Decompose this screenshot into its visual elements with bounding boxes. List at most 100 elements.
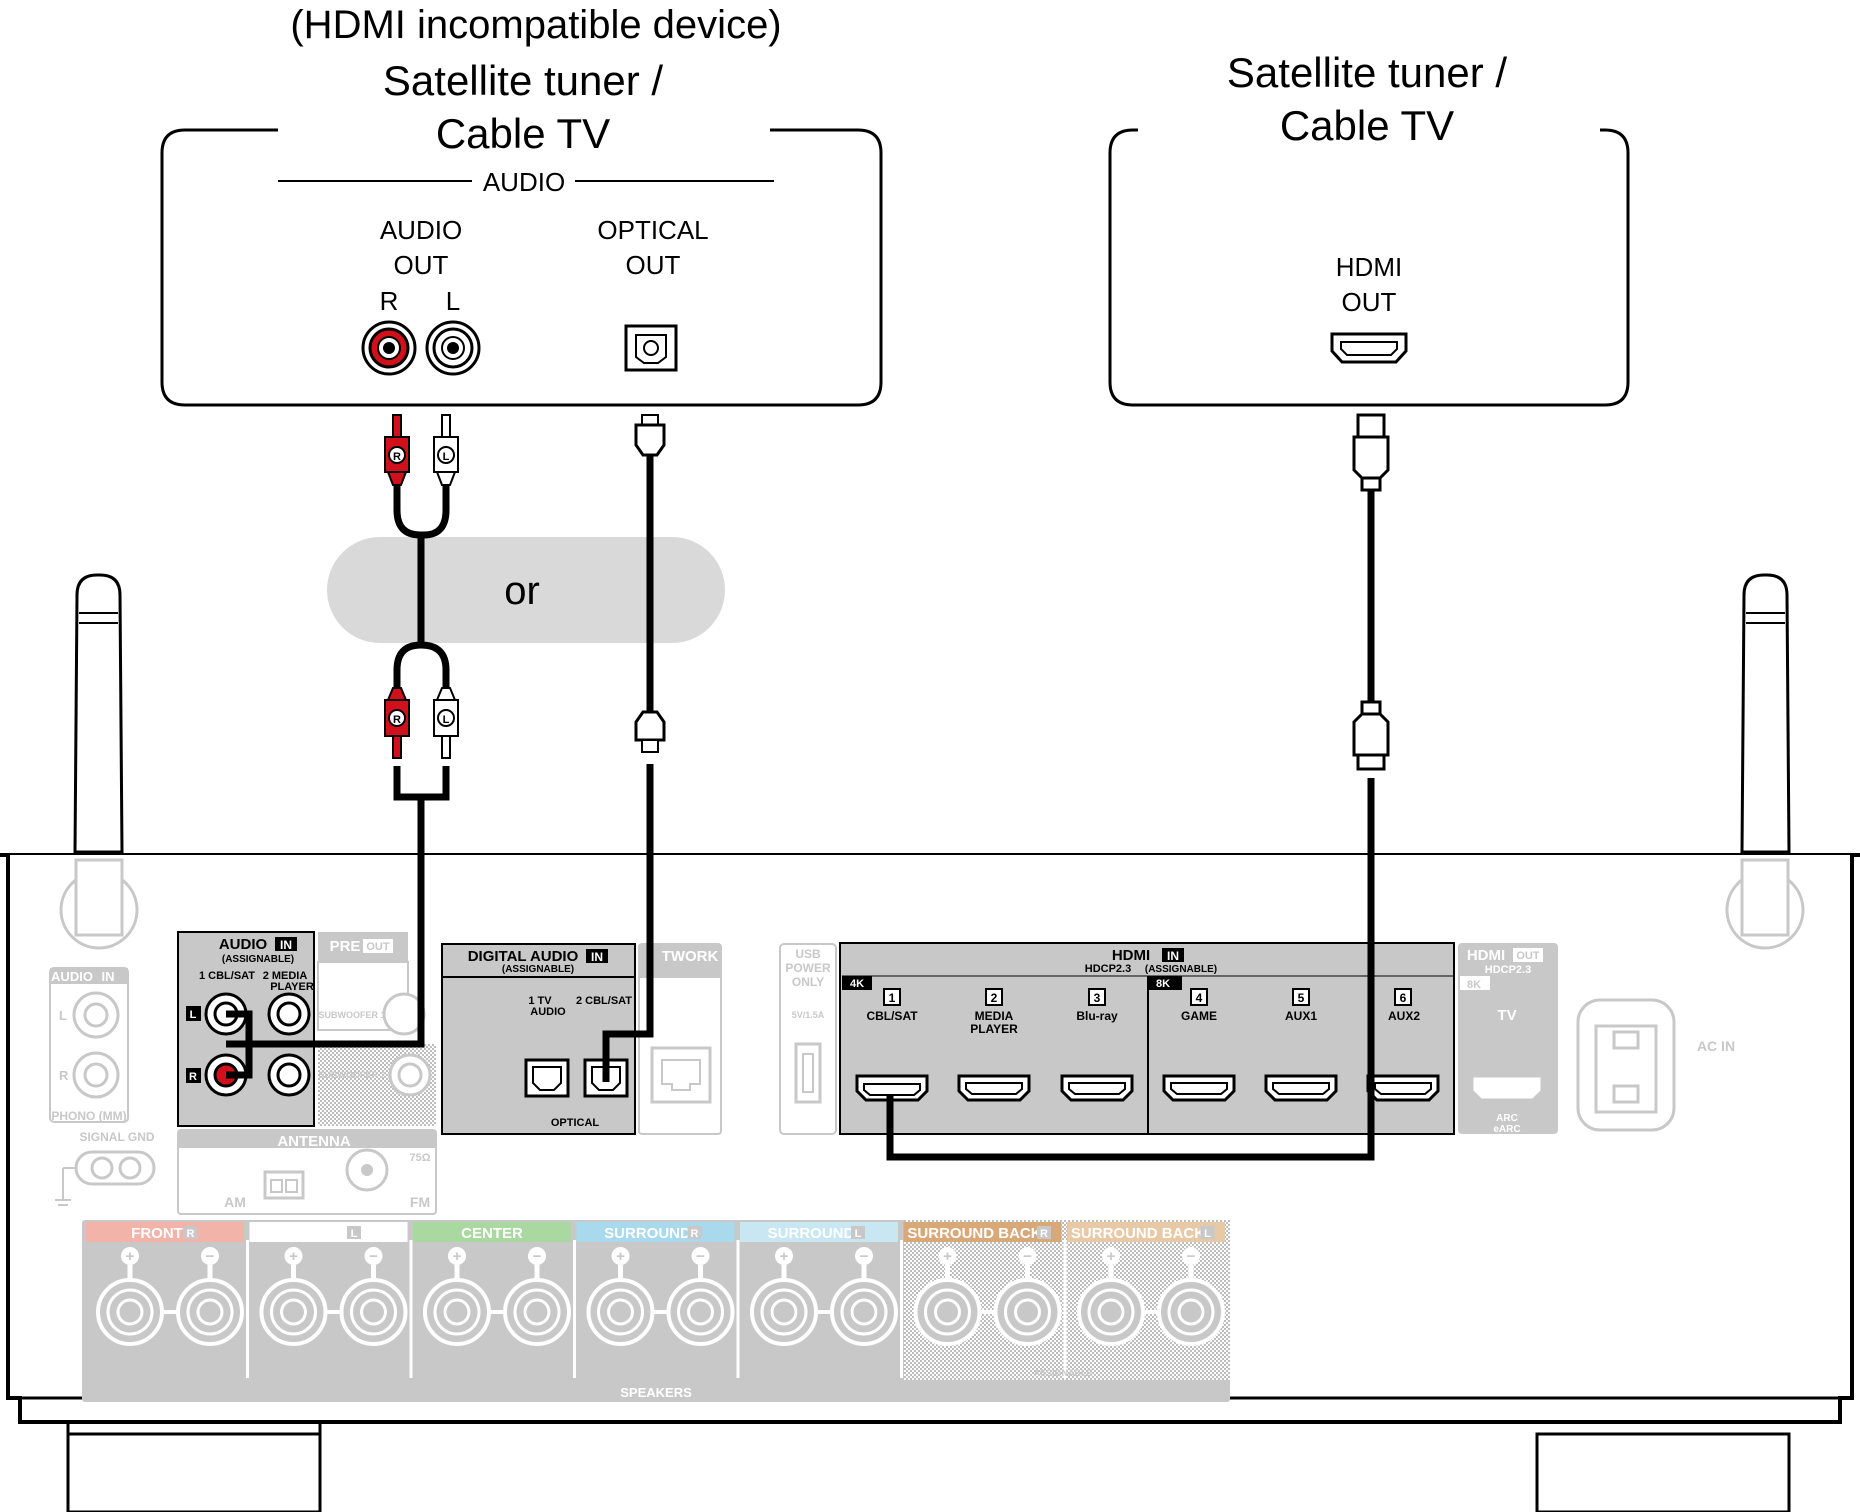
- subwoofer1-label: SUBWOOFER 1: [318, 1010, 385, 1020]
- rca-plug-top-r: R: [384, 414, 410, 486]
- hdmi-input-4: 4 GAME: [1162, 988, 1236, 1102]
- rca-plug-bottom-l: L: [433, 687, 459, 759]
- rca-jack-r: [361, 320, 417, 376]
- hdmi-out-panel: HDMI OUT HDCP2.3 8K TV ARC eARC: [1458, 943, 1558, 1135]
- receiver: AUDIO IN L R PHONO (MM) SIGNAL GND AUDIO…: [0, 573, 1860, 1512]
- hdmi-input-3: 3 Blu-ray: [1060, 988, 1134, 1102]
- hdmi-in-tag: IN: [1167, 949, 1179, 963]
- svg-text:PLAYER: PLAYER: [970, 1022, 1018, 1036]
- hdmi-input-6: 6 AUX2: [1366, 988, 1440, 1102]
- or-label: or: [504, 569, 540, 613]
- usb-panel: USB POWER ONLY 5V/1.5A: [779, 943, 837, 1135]
- antenna-left: [73, 573, 124, 854]
- speaker-group-label: SURROUND: [604, 1225, 691, 1242]
- subwoofer2-label: SUBWOOFER 2: [318, 1070, 385, 1080]
- minus-icon: [855, 1247, 873, 1265]
- svg-text:2: 2: [991, 991, 998, 1005]
- plus-icon: [448, 1247, 466, 1265]
- hdmi-out-title: HDMI: [1467, 947, 1505, 964]
- digital-audio-panel: DIGITAL AUDIO IN (ASSIGNABLE) 1 TV AUDIO…: [441, 943, 636, 1135]
- speaker-group-label: SURROUND: [768, 1225, 855, 1242]
- svg-text:+: +: [780, 1248, 789, 1265]
- hdmi-cable: [863, 413, 1390, 1161]
- optical-out-label-1: OPTICAL: [597, 215, 708, 245]
- plus-icon: [121, 1247, 139, 1265]
- svg-text:L: L: [443, 714, 450, 726]
- speaker-channel-label: L: [1204, 1228, 1211, 1240]
- rca-jack-l: [425, 320, 481, 376]
- speaker-group-label: FRONT: [295, 1225, 347, 1242]
- svg-text:6: 6: [1400, 991, 1407, 1005]
- network-label: TWORK: [662, 948, 719, 965]
- phono-label: PHONO (MM): [51, 1109, 126, 1123]
- cbl-sat-optical-label: 2 CBL/SAT: [576, 995, 632, 1007]
- jack-l-label: L: [446, 286, 460, 316]
- plus-icon: [284, 1247, 303, 1265]
- svg-text:5: 5: [1298, 991, 1305, 1005]
- svg-text:GAME: GAME: [1181, 1009, 1217, 1023]
- audio-in-title: AUDIO: [219, 936, 268, 953]
- svg-text:R: R: [189, 1071, 197, 1083]
- rca-plug-bottom-r: R: [384, 687, 410, 759]
- or-pill: or: [327, 537, 725, 643]
- svg-text:−: −: [860, 1248, 869, 1265]
- hdmi-out-earc: eARC: [1493, 1124, 1520, 1135]
- svg-text:MEDIA: MEDIA: [975, 1009, 1014, 1023]
- hdmi-out-tag: OUT: [1516, 950, 1540, 962]
- svg-text:4: 4: [1196, 991, 1203, 1005]
- hdmi-in-assignable: (ASSIGNABLE): [1145, 964, 1217, 975]
- svg-text:+: +: [126, 1248, 135, 1265]
- audio-section-label: AUDIO: [483, 167, 565, 197]
- optical-in-1: [524, 1058, 570, 1098]
- svg-text:−: −: [533, 1248, 542, 1265]
- optical-out-label-2: OUT: [626, 250, 681, 280]
- hdmi-out-arc: ARC: [1496, 1113, 1518, 1124]
- minus-icon: [691, 1247, 710, 1265]
- optical-out-jack: [624, 324, 678, 372]
- badge-8k: 8K: [1156, 978, 1170, 990]
- ac-in-label: AC IN: [1697, 1038, 1735, 1054]
- speaker-channel-label: L: [351, 1228, 358, 1240]
- digital-audio-tag: IN: [591, 950, 603, 964]
- usb-label-4: 5V/1.5A: [792, 1010, 825, 1020]
- minus-icon: [364, 1247, 383, 1265]
- svg-text:R: R: [59, 1068, 69, 1083]
- left-device-title-line1: (HDMI incompatible device): [290, 3, 781, 47]
- pre-out-panel: PRE OUT SUBWOOFER 1 SUBWOOFER 2: [317, 932, 436, 1126]
- audio-in-media-player-2: PLAYER: [270, 981, 314, 993]
- svg-text:−: −: [696, 1248, 705, 1265]
- svg-text:3: 3: [1094, 991, 1101, 1005]
- ohm-label: 75Ω: [409, 1152, 430, 1164]
- hdmi-in-title: HDMI: [1112, 947, 1150, 964]
- signal-gnd-label: SIGNAL GND: [79, 1130, 154, 1144]
- hdmi-in-panel: HDMI IN HDCP2.3 (ASSIGNABLE) 4K 8K 1 CBL…: [839, 942, 1455, 1135]
- speakers-assignable: ASSIGNABLE: [1033, 1368, 1092, 1378]
- speaker-group-3: CENTER + −: [409, 1222, 571, 1378]
- svg-text:AUX1: AUX1: [1285, 1009, 1317, 1023]
- speaker-group-label: CENTER: [461, 1225, 523, 1242]
- digital-audio-title: DIGITAL AUDIO: [468, 948, 579, 965]
- audio-in-tag: IN: [280, 938, 292, 952]
- right-device: Satellite tuner / Cable TV HDMI OUT: [1108, 49, 1630, 407]
- minus-icon: [1018, 1247, 1037, 1265]
- rca-plug-top-l: L: [433, 414, 459, 486]
- tv-audio-label-1: 1 TV: [528, 995, 552, 1007]
- audio-in-assignable: (ASSIGNABLE): [222, 954, 294, 965]
- usb-label-3: ONLY: [792, 975, 824, 989]
- plus-icon: [1102, 1247, 1120, 1265]
- usb-label-1: USB: [795, 947, 821, 961]
- fm-label: FM: [410, 1194, 430, 1210]
- svg-text:−: −: [1187, 1248, 1196, 1265]
- svg-text:L: L: [190, 1009, 197, 1021]
- hdmi-in-hdcp: HDCP2.3: [1085, 963, 1131, 975]
- right-device-title-line1: Satellite tuner /: [1227, 49, 1507, 96]
- svg-text:L: L: [443, 451, 450, 463]
- svg-text:+: +: [453, 1248, 462, 1265]
- hdmi-out-label-2: OUT: [1342, 287, 1397, 317]
- phono-in-label: IN: [102, 969, 115, 984]
